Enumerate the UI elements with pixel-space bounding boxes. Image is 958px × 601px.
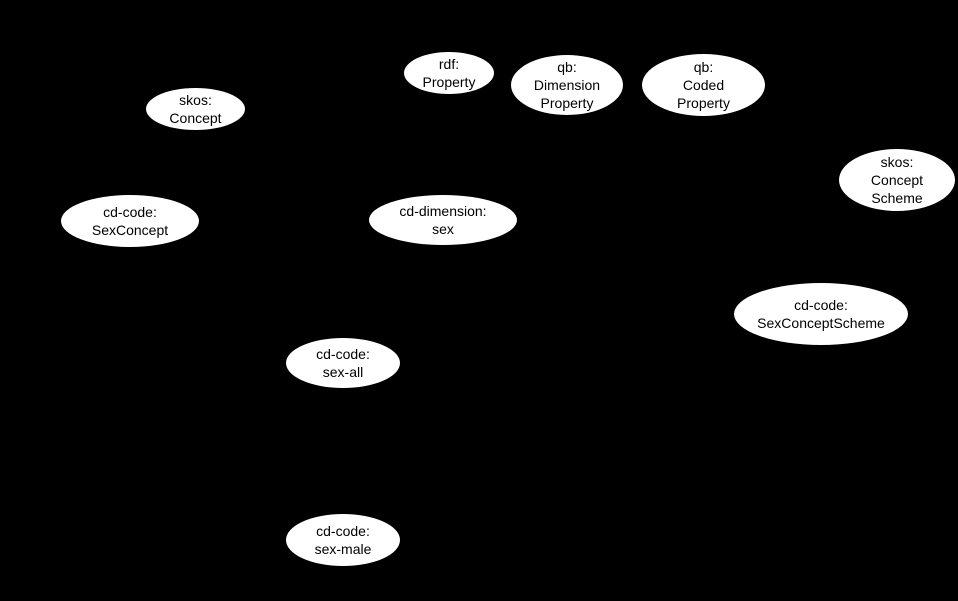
node-skos-concept: skos: Concept	[145, 87, 246, 131]
node-qb-coded-property: qb: Coded Property	[641, 53, 766, 117]
node-skos-concept-scheme: skos: Concept Scheme	[838, 148, 956, 212]
node-cd-code-sex-all: cd-code: sex-all	[285, 337, 401, 389]
node-cd-code-sexconceptscheme: cd-code: SexConceptScheme	[733, 282, 909, 346]
node-cd-dimension-sex: cd-dimension: sex	[368, 194, 518, 246]
node-rdf-property: rdf: Property	[403, 51, 495, 95]
node-cd-code-sexconcept: cd-code: SexConcept	[60, 194, 200, 248]
node-qb-dimension-property: qb: Dimension Property	[510, 54, 624, 116]
node-cd-code-sex-male: cd-code: sex-male	[285, 513, 401, 567]
